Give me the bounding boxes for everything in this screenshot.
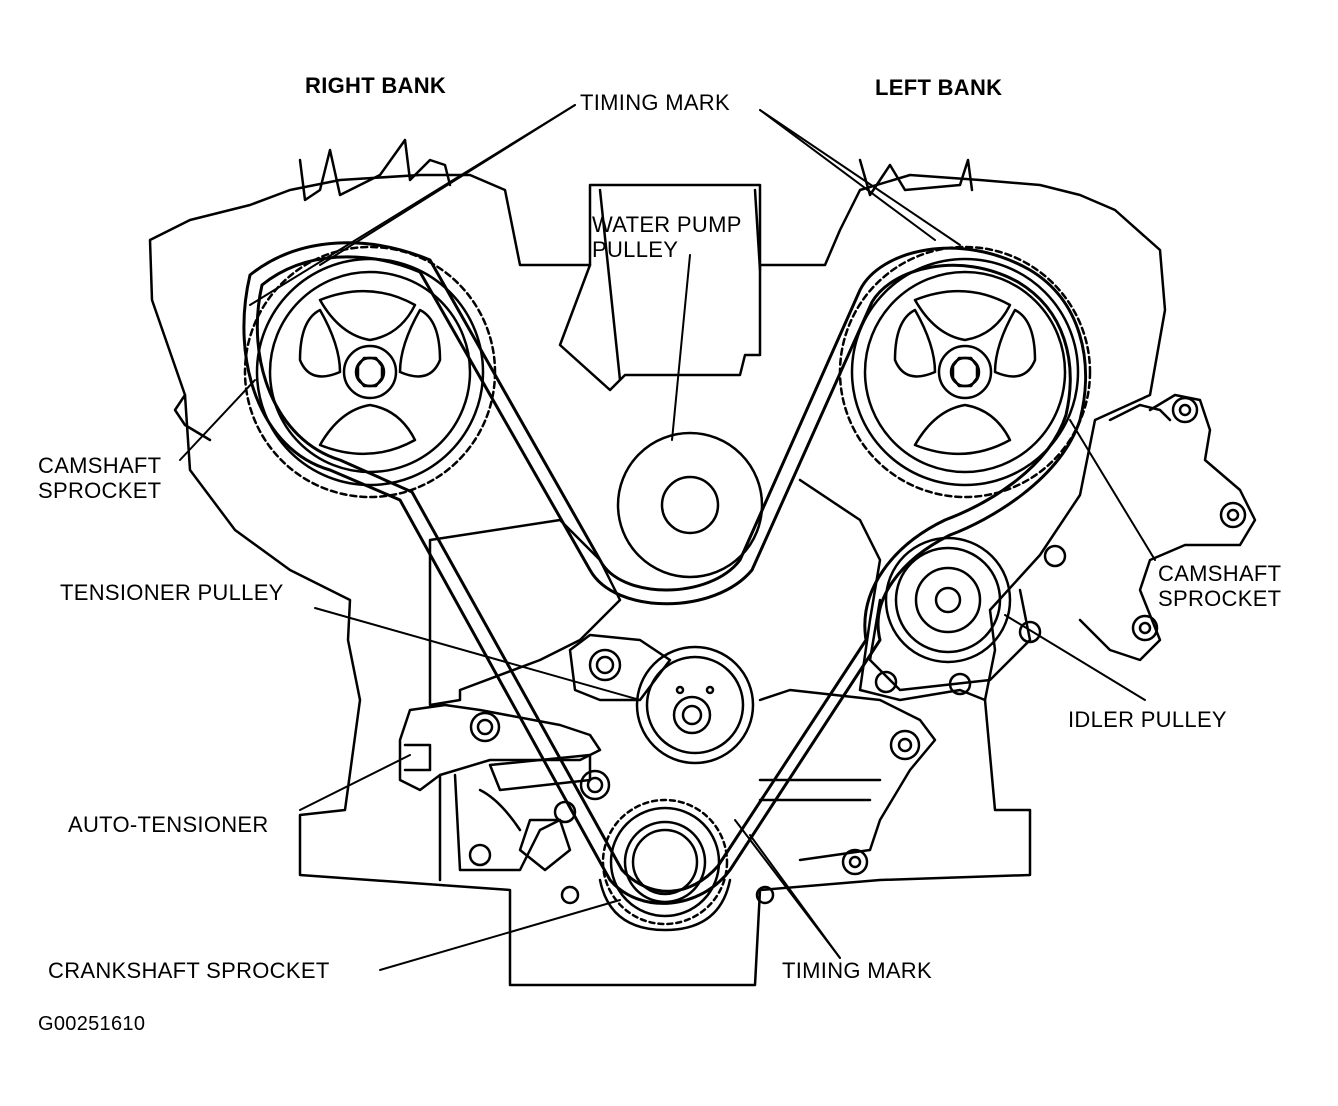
tensioner-pulley-label: TENSIONER PULLEY: [60, 580, 284, 605]
figure-id: G00251610: [38, 1013, 146, 1035]
water-pump-pulley-label: WATER PUMP PULLEY: [592, 212, 742, 262]
auto-tensioner-label: AUTO-TENSIONER: [68, 812, 269, 837]
crankshaft-sprocket: [598, 798, 732, 932]
timing-mark-top-label: TIMING MARK: [580, 90, 730, 115]
auto-tensioner: [398, 703, 611, 882]
crankshaft-sprocket-label: CRANKSHAFT SPROCKET: [48, 958, 330, 983]
idler-pulley: [868, 536, 1067, 696]
water-pump-pulley-label-line2: PULLEY: [592, 237, 679, 262]
camshaft-sprocket-right-line2: SPROCKET: [1158, 586, 1282, 611]
water-pump-pulley: [616, 431, 764, 579]
camshaft-sprocket-left-line2: SPROCKET: [38, 478, 162, 503]
timing-mark-bottom-label: TIMING MARK: [782, 958, 932, 983]
camshaft-sprocket-right-label: CAMSHAFT SPROCKET: [1158, 561, 1281, 611]
right-mount-bracket: [1078, 393, 1257, 662]
right-bank-camshaft-sprocket: [243, 245, 497, 499]
tensioner-pulley: [568, 633, 755, 765]
engine-block-outline: [148, 138, 1172, 987]
camshaft-sprocket-right-line1: CAMSHAFT: [1158, 561, 1282, 586]
right-bank-label: RIGHT BANK: [305, 73, 447, 98]
left-bank-label: LEFT BANK: [875, 75, 1003, 100]
leader-lines: [179, 104, 1156, 971]
camshaft-sprocket-left-label: CAMSHAFT SPROCKET: [38, 453, 161, 503]
water-pump-pulley-label-line1: WATER PUMP: [592, 212, 742, 237]
lower-housing-details: [560, 688, 937, 905]
idler-pulley-label: IDLER PULLEY: [1068, 707, 1227, 732]
left-bank-camshaft-sprocket: [838, 245, 1092, 499]
camshaft-sprocket-left-line1: CAMSHAFT: [38, 453, 162, 478]
